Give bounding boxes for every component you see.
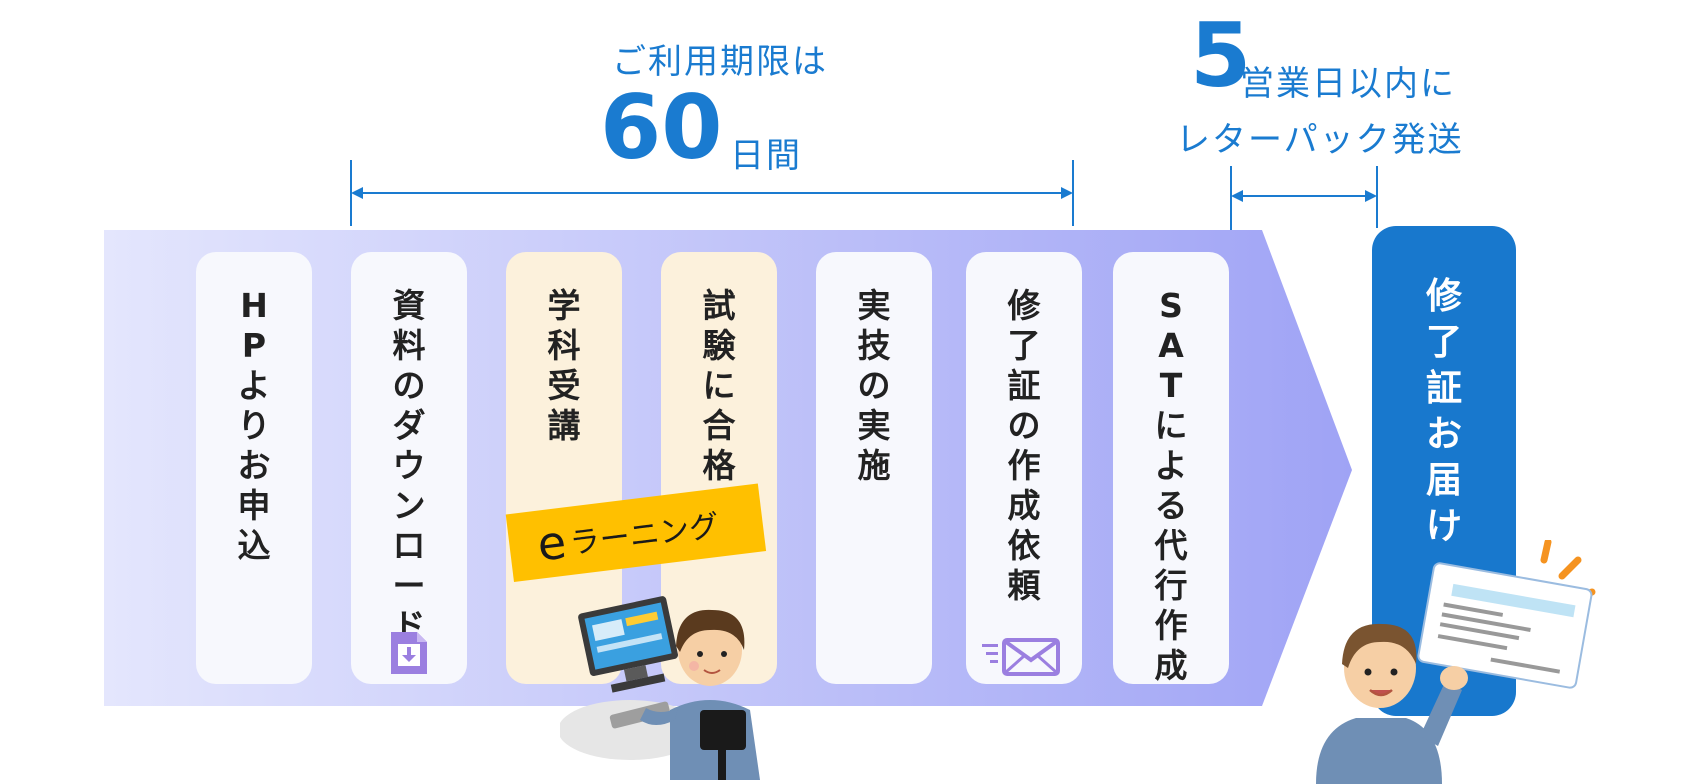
step-card-download: 資料のダウンロード (351, 252, 467, 684)
shipping-days-label: 営業日以内に (1240, 64, 1456, 104)
step-label: SATによる代行作成 (1154, 286, 1188, 685)
step-card-practical: 実技の実施 (816, 252, 932, 684)
usage-period-days: 60 (600, 76, 723, 179)
step-card-certificate-request: 修了証の作成依頼 (966, 252, 1082, 684)
elearning-e: e (534, 514, 570, 572)
step-label: 実技の実施 (857, 286, 891, 485)
usage-period-bracket (350, 160, 1074, 226)
step-label: 学科受講 (547, 286, 581, 445)
step-label: 修了証の作成依頼 (1007, 286, 1041, 605)
shipping-method-label: レターパック発送 (1176, 120, 1464, 160)
shipping-period-bracket (1230, 166, 1378, 230)
final-step-label: 修了証お届け (1425, 276, 1462, 547)
step-label: HPよりお申込 (237, 286, 271, 565)
usage-period-unit: 日間 (730, 136, 802, 176)
elearning-label: ラーニング (568, 508, 722, 562)
step-label: 資料のダウンロード (392, 286, 426, 645)
step-label: 試験に合格 (702, 286, 736, 485)
step-card-apply: HPよりお申込 (196, 252, 312, 684)
download-file-icon (391, 632, 427, 674)
person-with-certificate-illustration (1316, 540, 1596, 784)
mail-icon (982, 638, 1060, 676)
usage-period-label: ご利用期限は (612, 42, 828, 82)
step-card-sat-creation: SATによる代行作成 (1113, 252, 1229, 685)
person-at-computer-illustration (560, 596, 760, 780)
shipping-days-number: 5 (1190, 4, 1252, 107)
